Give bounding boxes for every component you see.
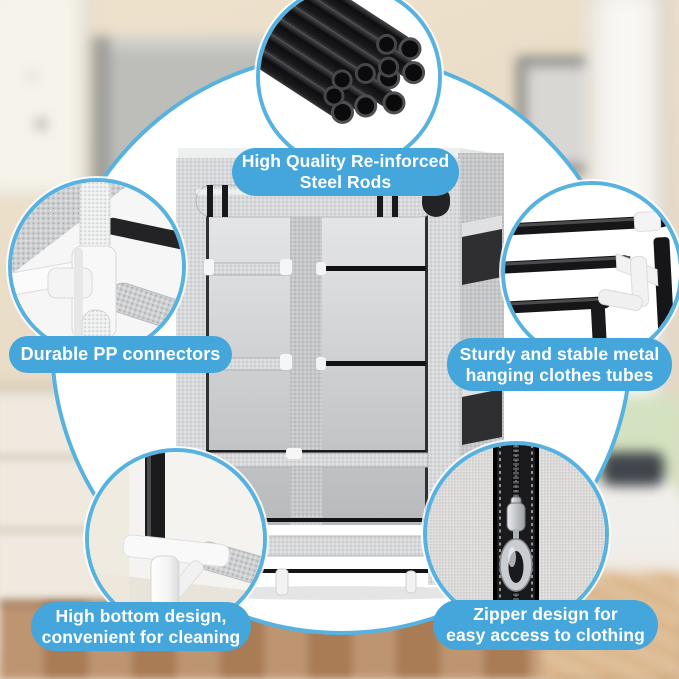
feature-label-high-bottom: High bottom design, convenient for clean… <box>31 602 251 651</box>
feature-label-zipper: Zipper design for easy access to clothin… <box>433 600 658 650</box>
feature-label-line: Durable PP connectors <box>20 343 221 364</box>
feature-label-steel-rods: High Quality Re-inforced Steel Rods <box>232 148 459 196</box>
feature-label-line: High bottom design, <box>55 605 227 626</box>
bottom-leg-icon <box>89 452 263 626</box>
feature-label-pp-connectors: Durable PP connectors <box>9 336 232 373</box>
wall-poster <box>0 0 90 196</box>
steel-rods-icon <box>260 0 438 166</box>
feature-label-line: Sturdy and stable metal <box>459 343 660 364</box>
feature-label-line: Zipper design for <box>473 604 618 625</box>
callout-hanging-tubes-photo <box>501 181 679 363</box>
zipper-icon <box>427 445 605 623</box>
feature-label-metal-tubes: Sturdy and stable metal hanging clothes … <box>447 338 672 391</box>
pp-connector-icon <box>12 182 182 352</box>
feature-label-line: easy access to clothing <box>446 625 645 645</box>
callout-steel-rods-photo <box>256 0 442 170</box>
feature-label-line: Steel Rods <box>299 172 392 192</box>
callout-zipper-photo <box>423 441 609 627</box>
callout-pp-connector-photo <box>8 178 186 356</box>
dresser-drawer-line <box>0 528 148 532</box>
callout-bottom-leg-photo <box>85 448 267 630</box>
feature-label-line: High Quality Re-inforced <box>241 151 450 172</box>
hanging-tubes-icon <box>505 185 679 359</box>
shoes-on-table <box>602 452 664 486</box>
feature-label-line: hanging clothes tubes <box>465 364 654 385</box>
feature-label-line: convenient for cleaning <box>41 626 241 647</box>
poster-plant-sketch <box>8 40 68 160</box>
